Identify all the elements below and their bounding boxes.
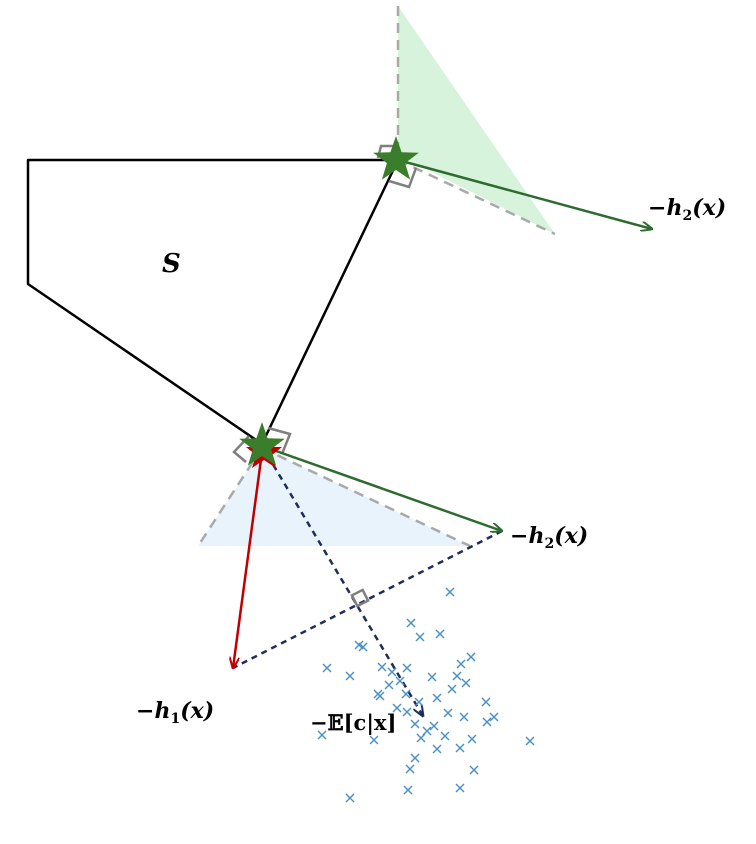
arrow-neg-h1: [233, 451, 264, 668]
sample-point: [443, 708, 453, 718]
sample-point: [435, 629, 445, 639]
sample-point: [445, 587, 455, 597]
sample-point: [455, 783, 465, 793]
sample-point: [395, 676, 405, 686]
sample-point: [466, 652, 476, 662]
sample-point: [358, 642, 368, 652]
label-neg-expectation: −𝔼[c|x]: [310, 710, 396, 735]
normal-cone-top: [398, 6, 555, 234]
sample-point: [369, 735, 379, 745]
sample-point: [429, 721, 439, 731]
sample-point: [384, 680, 394, 690]
sample-point: [317, 730, 327, 740]
sample-point: [415, 632, 425, 642]
right-angle-marker-intersection: [350, 588, 370, 608]
sample-point: [377, 662, 387, 672]
sample-point: [482, 717, 492, 727]
sample-point: [416, 733, 426, 743]
label-neg-h1: −h1(x): [136, 698, 214, 727]
sample-point: [461, 678, 471, 688]
sample-point: [345, 671, 355, 681]
label-neg-h2-top: −h2(x): [648, 195, 726, 224]
sample-point: [414, 697, 424, 707]
sample-point: [402, 663, 412, 673]
normal-cone-bottom: [198, 448, 470, 546]
sample-point: [469, 765, 479, 775]
sample-point: [467, 734, 477, 744]
sample-point: [489, 712, 499, 722]
sample-scatter: [317, 587, 535, 803]
sample-point: [406, 618, 416, 628]
region-label: S: [162, 249, 181, 279]
polygon-s: [26, 158, 400, 446]
sample-point: [447, 684, 457, 694]
sample-point: [322, 663, 332, 673]
sample-point: [459, 712, 469, 722]
sample-point: [452, 671, 462, 681]
sample-point: [456, 659, 466, 669]
sample-point: [427, 672, 437, 682]
sample-point: [345, 793, 355, 803]
green-star-bottom: [239, 422, 285, 466]
cone-bottom-boundary-left: [196, 447, 264, 547]
green-star-top: [373, 136, 419, 180]
sample-point: [422, 726, 432, 736]
label-neg-h2-mid: −h2(x): [510, 523, 588, 552]
sample-point: [432, 693, 442, 703]
sample-point: [387, 667, 397, 677]
sample-point: [401, 689, 411, 699]
sample-point: [525, 736, 535, 746]
sample-point: [432, 744, 442, 754]
sample-point: [410, 753, 420, 763]
arrow-neg-h2-top: [397, 158, 652, 229]
sample-point: [455, 743, 465, 753]
sample-point: [405, 764, 415, 774]
sample-point: [392, 703, 402, 713]
cone-top-boundary-diagonal: [397, 158, 556, 236]
sample-point: [403, 785, 413, 795]
dashed-arrow-expectation: [260, 445, 423, 716]
arrow-neg-h2-mid: [261, 444, 502, 531]
sample-point: [410, 719, 420, 729]
sample-point: [375, 691, 385, 701]
sample-point: [402, 707, 412, 717]
sample-point: [481, 697, 491, 707]
cone-bottom-boundary-right: [261, 446, 471, 548]
sample-point: [440, 731, 450, 741]
